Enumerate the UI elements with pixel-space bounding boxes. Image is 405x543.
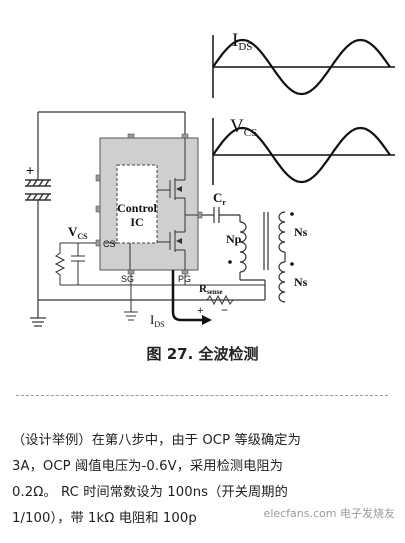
- paragraph-line-3: 0.2Ω。 RC 时间常数设为 100ns（开关周期的: [12, 485, 288, 500]
- pg-rsense-path: [184, 274, 234, 306]
- design-example-paragraph: （设计举例）在第八步中，由于 OCP 等级确定为 3A，OCP 阈值电压为-0.…: [12, 428, 397, 532]
- dashed-divider: [16, 395, 388, 396]
- secondary-dot-1: [290, 212, 294, 216]
- control-ic-label-2: IC: [130, 215, 143, 229]
- ic-internal-wiring: [105, 138, 210, 270]
- transformer-secondary: [278, 211, 286, 303]
- watermark: elecfans.com 电子发烧友: [263, 507, 395, 520]
- cs-filter-network: [54, 242, 265, 286]
- vcs-top-label: VCS: [230, 116, 257, 139]
- cr-capacitor: [202, 207, 241, 223]
- sg-pin-label: SG: [121, 274, 134, 284]
- mosfet-low-arrow: [176, 238, 182, 244]
- capacitor-plus-label: +: [26, 162, 34, 178]
- ids-current-arrow: [171, 270, 205, 322]
- paragraph-line-1: （设计举例）在第八步中，由于 OCP 等级确定为: [12, 433, 301, 448]
- ids-current-arrowhead: [202, 315, 212, 325]
- input-capacitor: [25, 179, 51, 201]
- cr-label: Cr: [213, 190, 226, 207]
- rsense-label: Rsense: [199, 283, 223, 296]
- mosfet-high-arrow: [176, 186, 182, 192]
- ids-top-label: IDS: [232, 30, 252, 53]
- control-ic-label-1: Control: [117, 201, 157, 215]
- rsense-plus-label: +: [197, 305, 203, 317]
- secondary-dot-2: [290, 262, 294, 266]
- paragraph-line-2: 3A，OCP 阈值电压为-0.6V，采用检测电阻为: [12, 459, 284, 474]
- left-bus: [30, 111, 265, 327]
- transformer-core: [263, 212, 269, 270]
- vcs-waveform: [212, 118, 395, 185]
- vcs-left-label: VCS: [68, 224, 88, 241]
- transformer-primary: [239, 221, 266, 300]
- cs-pin-label: CS: [103, 239, 116, 249]
- paragraph-line-4: 1/100），带 1kΩ 电阻和 100p: [12, 511, 197, 526]
- sg-ground: [124, 274, 138, 321]
- figure-caption: 图 27. 全波检测: [146, 345, 259, 363]
- primary-dot: [228, 260, 232, 264]
- ids-bottom-label: IDS: [150, 312, 165, 329]
- rsense-minus-label: −: [221, 303, 228, 317]
- np-label: Np: [226, 232, 242, 246]
- ids-waveform: [212, 35, 395, 98]
- full-wave-detection-circuit: IDS VCS + Control IC: [25, 30, 395, 329]
- ns-label-2: Ns: [294, 275, 308, 289]
- ns-label-1: Ns: [294, 225, 308, 239]
- control-ic-block: [116, 164, 158, 244]
- ic-pins: [95, 133, 203, 275]
